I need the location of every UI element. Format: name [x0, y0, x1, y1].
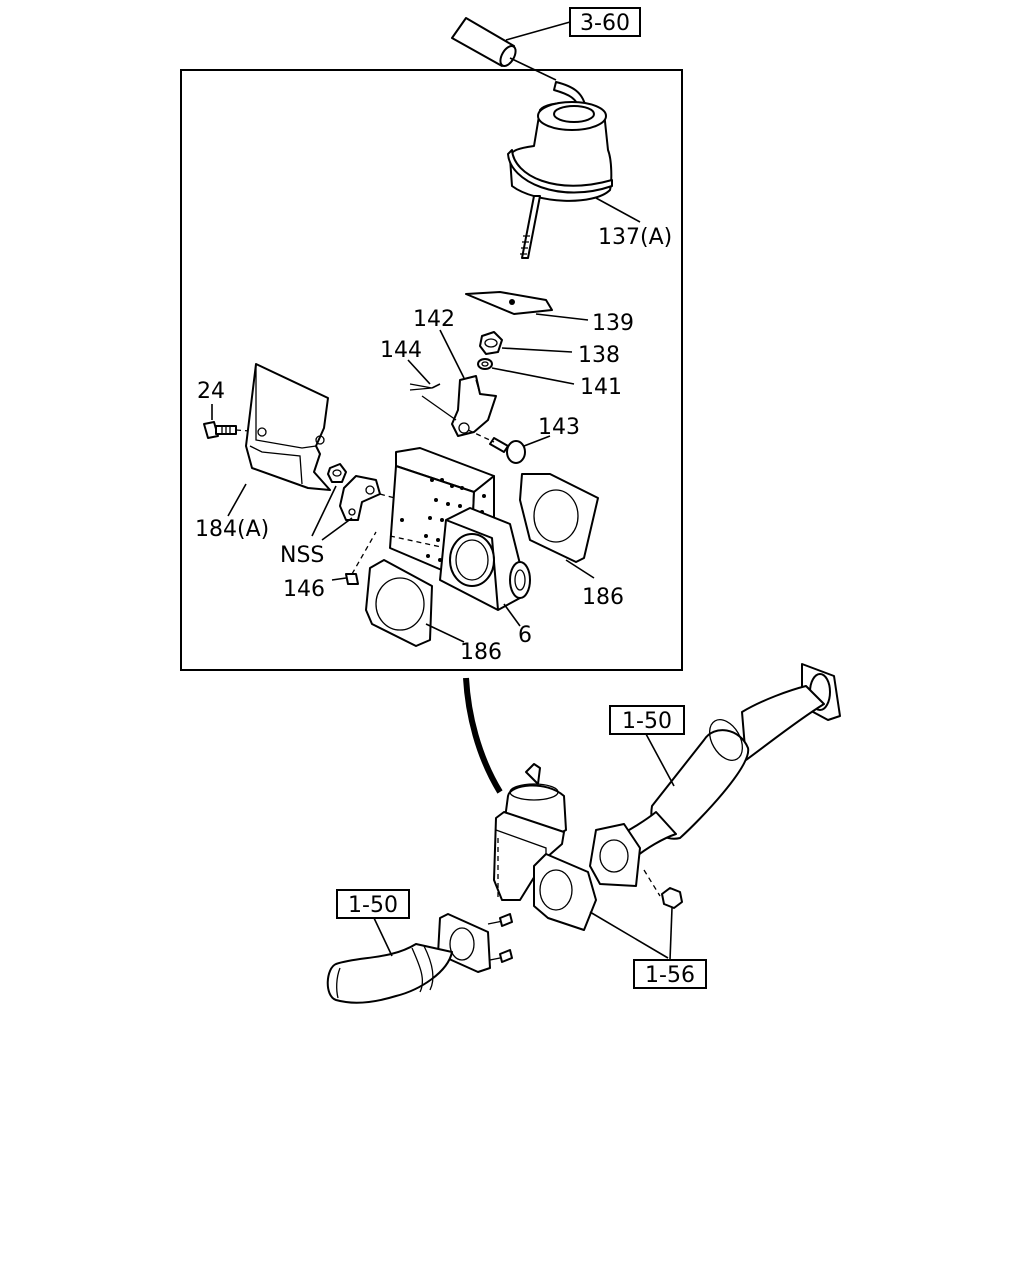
- exhaust-pipe-right-icon: [589, 663, 841, 887]
- callout-141: 141: [580, 375, 622, 400]
- callout-144: 144: [380, 338, 422, 363]
- callout-137: 137(A): [598, 225, 672, 250]
- assembled-valve-icon: [493, 763, 597, 931]
- clip-icon: [345, 531, 377, 585]
- nut-icon: [479, 331, 503, 355]
- ref-box-3-60[interactable]: 3-60: [569, 7, 641, 37]
- clamp-plate-icon: [339, 475, 403, 521]
- callout-146: 146: [283, 577, 325, 602]
- pin-icon: [409, 383, 457, 421]
- ref-3-60-label: 3-60: [580, 11, 630, 36]
- ref-box-1-50-left[interactable]: 1-50: [336, 889, 410, 919]
- gasket-left-icon: [365, 559, 433, 647]
- ref-box-1-50-right[interactable]: 1-50: [609, 705, 685, 735]
- valve-housing-icon: [439, 507, 531, 611]
- bolt-icon: [467, 429, 526, 464]
- callout-184: 184(A): [195, 517, 269, 542]
- nut-1-56-icon: [643, 869, 683, 909]
- gasket-right-icon: [519, 473, 599, 563]
- nss-nut-icon: [327, 463, 347, 483]
- ref-box-1-56[interactable]: 1-56: [633, 959, 707, 989]
- callout-139: 139: [592, 311, 634, 336]
- gasket-plate-icon: [465, 291, 553, 315]
- callout-24: 24: [197, 379, 225, 404]
- exhaust-pipe-left-icon: [326, 913, 513, 1004]
- valve-body-icon: [389, 447, 495, 583]
- callout-138: 138: [578, 343, 620, 368]
- ref-1-50-right-label: 1-50: [622, 709, 672, 734]
- callout-186-left: 186: [460, 640, 502, 665]
- lever-bracket-icon: [451, 375, 497, 437]
- detail-arrow: [463, 677, 503, 794]
- callout-nss: NSS: [280, 543, 324, 568]
- callout-143: 143: [538, 415, 580, 440]
- bolt-24-icon: [203, 421, 265, 439]
- callout-6: 6: [518, 623, 532, 648]
- callout-186-right: 186: [582, 585, 624, 610]
- detail-frame: [180, 69, 683, 671]
- ref-1-56-label: 1-56: [645, 963, 695, 988]
- callout-142: 142: [413, 307, 455, 332]
- vacuum-actuator-icon: [507, 81, 613, 259]
- washer-icon: [477, 358, 493, 370]
- heat-shield-icon: [245, 363, 331, 491]
- ref-1-50-left-label: 1-50: [348, 893, 398, 918]
